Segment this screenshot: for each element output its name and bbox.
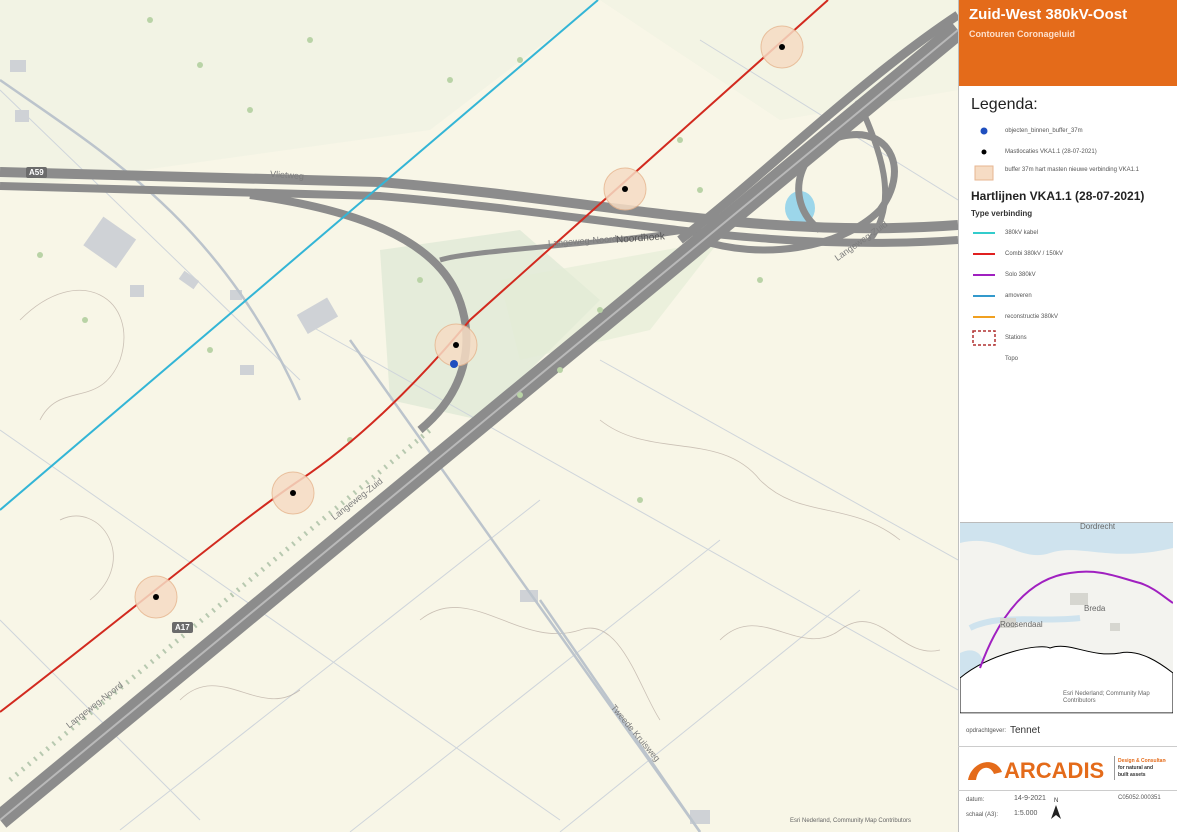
legend-type-label: Solo 380kV: [1005, 272, 1036, 278]
scale-label: schaal (A3):: [966, 812, 999, 818]
legend-type-label: reconstructie 380kV: [1005, 314, 1059, 320]
buffer-swatch-icon: [974, 165, 994, 181]
mast-location-3[interactable]: [453, 342, 459, 348]
map-subtitle: Contouren Coronageluid: [969, 29, 1075, 39]
svg-text:Roosendaal: Roosendaal: [1000, 620, 1043, 629]
overview-svg: Dordrecht Breda Roosendaal: [960, 523, 1173, 713]
map-svg: [0, 0, 958, 832]
svg-text:Breda: Breda: [1084, 604, 1106, 613]
legend-type-label: Stations: [1005, 335, 1027, 341]
map-attribution: Esri Nederland, Community Map Contributo…: [790, 818, 912, 824]
legend-item-buffer: buffer 37m hart masten nieuwe verbinding…: [959, 164, 1177, 188]
client-label: opdrachtgever:: [966, 728, 1007, 734]
client-value: Tennet: [1010, 725, 1041, 736]
overview-map[interactable]: Dordrecht Breda Roosendaal Esri Nederlan…: [960, 522, 1173, 714]
legend-type-label: amoveren: [1005, 293, 1032, 299]
legend-type-combi: Combi 380kV / 150kV: [959, 245, 1177, 266]
stations-box-icon: [972, 330, 996, 346]
svg-text:built assets: built assets: [1118, 772, 1146, 778]
overview-attribution: Esri Nederland; Community Map Contributo…: [1063, 691, 1150, 704]
title-block: Zuid-West 380kV-Oost Contouren Coronagel…: [959, 0, 1177, 86]
legend-item-label: objecten_binnen_buffer_37m: [1005, 128, 1083, 134]
solo-line-icon: [973, 274, 995, 276]
north-arrow-icon: [1051, 805, 1061, 819]
legend-type-topo: Topo: [959, 350, 1177, 371]
date-label: datum:: [966, 797, 985, 803]
legend-item-label: buffer 37m hart masten nieuwe verbinding…: [1005, 167, 1139, 173]
arcadis-logo-icon: ARCADIS Design & Consultancy for natural…: [968, 756, 1166, 783]
object-in-buffer[interactable]: [450, 360, 458, 368]
legend-type-stations: Stations: [959, 329, 1177, 350]
legend-type-solo: Solo 380kV: [959, 266, 1177, 287]
scale-value: 1:5.000: [1014, 810, 1038, 817]
road-shield-a17: A17: [172, 622, 193, 633]
legend-type-label: Topo: [1005, 356, 1019, 362]
mast-location-4[interactable]: [290, 490, 296, 496]
legend-heading: Legenda:: [971, 96, 1038, 113]
kabel-line-icon: [973, 232, 995, 234]
legend-type-amoveren: amoveren: [959, 287, 1177, 308]
type-verbinding-heading: Type verbinding: [971, 209, 1033, 218]
hartlijnen-heading: Hartlijnen VKA1.1 (28-07-2021): [971, 189, 1145, 203]
black-dot-icon: [981, 149, 987, 155]
amoveren-line-icon: [973, 295, 995, 297]
combi-line-icon: [973, 253, 995, 255]
svg-text:Dordrecht: Dordrecht: [1080, 523, 1116, 531]
reconstructie-line-icon: [973, 316, 995, 318]
legend-type-kabel: 380kV kabel: [959, 224, 1177, 245]
legend-type-reconstructie: reconstructie 380kV: [959, 308, 1177, 329]
cable-line: [0, 0, 599, 511]
date-value: 14-9-2021: [1014, 795, 1046, 802]
legend-item-mastlocaties: Mastlocaties VKA1.1 (28-07-2021): [959, 143, 1177, 164]
north-label: N: [1054, 798, 1059, 804]
map-title: Zuid-West 380kV-Oost: [969, 6, 1128, 23]
svg-text:ARCADIS: ARCADIS: [1004, 758, 1104, 783]
legend-type-label: Combi 380kV / 150kV: [1005, 251, 1064, 257]
legend-type-label: 380kV kabel: [1005, 230, 1039, 236]
project-number: C05052.000351: [1118, 795, 1161, 801]
mast-location-2[interactable]: [622, 186, 628, 192]
legend-item-label: Mastlocaties VKA1.1 (28-07-2021): [1005, 149, 1097, 155]
mast-location-5[interactable]: [153, 594, 159, 600]
map-canvas[interactable]: A59 A17 Vlietweg Langeweg-Noord Noordhoe…: [0, 0, 958, 832]
blue-dot-icon: [980, 127, 988, 135]
title-footer: opdrachtgever: Tennet ARCADIS Design & C…: [958, 714, 1177, 832]
svg-text:Design & Consultancy: Design & Consultancy: [1118, 758, 1166, 764]
legend-item-objecten: objecten_binnen_buffer_37m: [959, 122, 1177, 143]
mast-location-1[interactable]: [779, 44, 785, 50]
road-shield-a59: A59: [26, 167, 47, 178]
svg-text:for natural and: for natural and: [1118, 765, 1153, 771]
